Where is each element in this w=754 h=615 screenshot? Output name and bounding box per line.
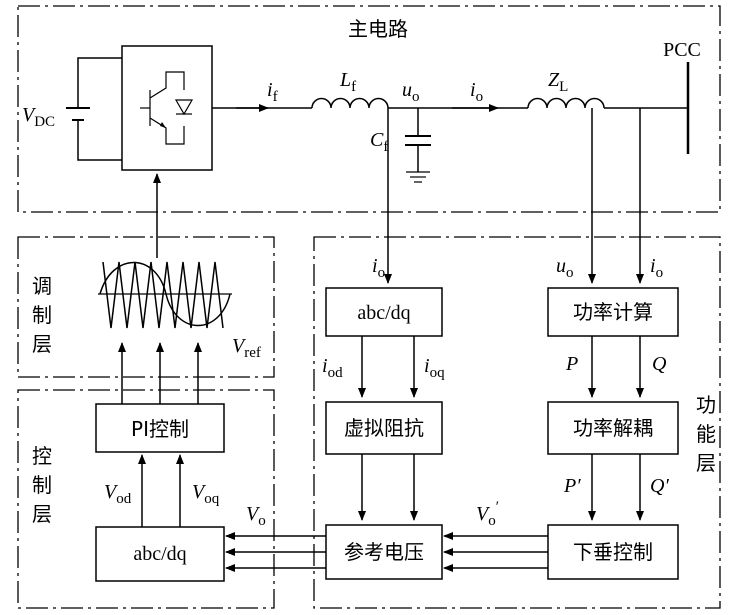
q-label: Q <box>652 353 667 375</box>
svg-text:层: 层 <box>32 332 52 356</box>
lf-inductor <box>311 97 389 109</box>
svg-text:功: 功 <box>696 393 716 417</box>
io-signal-label: io <box>372 255 385 281</box>
droop-control-block: 下垂控制 <box>547 524 679 580</box>
svg-text:PI控制: PI控制 <box>131 417 189 441</box>
svg-text:层: 层 <box>32 502 52 526</box>
p-label: P <box>565 353 578 375</box>
svg-text:功率解耦: 功率解耦 <box>573 416 653 440</box>
modulation-layer-frame <box>17 236 275 378</box>
reference-voltage-block: 参考电压 <box>325 524 443 580</box>
vo-prime-label: Vo′ <box>476 499 499 529</box>
modulation-layer-title: 调 制 层 <box>32 274 52 356</box>
abc-dq-top-block: abc/dq <box>325 287 443 337</box>
p-prime-label: P′ <box>563 475 581 497</box>
zl-label: ZL <box>548 69 568 95</box>
cf-label: Cf <box>370 129 388 155</box>
svg-text:下垂控制: 下垂控制 <box>573 540 653 564</box>
lf-label: Lf <box>339 69 356 95</box>
svg-text:abc/dq: abc/dq <box>133 543 186 565</box>
svg-text:调: 调 <box>32 274 52 298</box>
pcc-label: PCC <box>663 39 701 61</box>
svg-text:功率计算: 功率计算 <box>573 300 653 324</box>
uo-label: uo <box>402 79 420 105</box>
svg-text:参考电压: 参考电压 <box>344 540 424 564</box>
svg-text:abc/dq: abc/dq <box>357 302 410 324</box>
main-circuit-frame <box>17 5 721 213</box>
abc-dq-bottom-block: abc/dq <box>95 526 225 582</box>
function-layer-frame <box>313 236 721 609</box>
ioq-label: ioq <box>424 355 445 381</box>
svg-text:控: 控 <box>32 444 52 468</box>
vod-label: Vod <box>104 481 132 507</box>
svg-text:制: 制 <box>32 473 52 497</box>
if-label: if <box>267 79 278 105</box>
zl-inductor <box>527 97 605 109</box>
svg-text:能: 能 <box>696 422 716 446</box>
inverter-block <box>121 45 213 171</box>
power-decoupling-block: 功率解耦 <box>547 401 679 455</box>
pi-control-block: PI控制 <box>95 403 225 453</box>
main-circuit-title: 主电路 <box>348 17 408 41</box>
svg-text:虚拟阻抗: 虚拟阻抗 <box>344 416 424 440</box>
vo-label: Vo <box>246 503 266 529</box>
q-prime-label: Q′ <box>650 475 669 497</box>
io-label: io <box>470 79 483 105</box>
dc-source <box>66 57 122 161</box>
control-layer-frame <box>17 389 275 609</box>
iod-label: iod <box>322 355 343 381</box>
uo-signal-label: uo <box>556 255 574 281</box>
voq-label: Voq <box>192 481 220 507</box>
cf-capacitor <box>405 108 431 183</box>
control-layer-title: 控 制 层 <box>32 444 52 526</box>
power-calc-block: 功率计算 <box>547 287 679 337</box>
vref-label: Vref <box>232 335 261 361</box>
vdc-label: VDC <box>22 104 55 130</box>
function-layer-title: 功 能 层 <box>696 393 716 475</box>
svg-text:层: 层 <box>696 451 716 475</box>
virtual-impedance-block: 虚拟阻抗 <box>325 401 443 455</box>
svg-text:制: 制 <box>32 303 52 327</box>
pwm-waveform <box>98 261 232 329</box>
io-signal-label-2: io <box>650 255 663 281</box>
